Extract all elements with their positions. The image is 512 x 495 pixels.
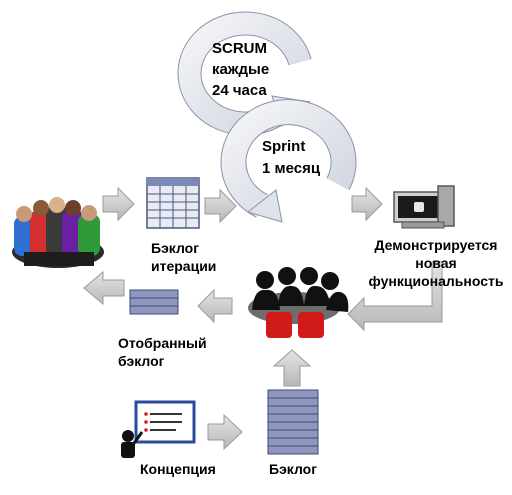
selected-backlog-line-1: Отобранный [118, 335, 207, 351]
meeting-table-icon [248, 267, 349, 338]
arrow-concept-to-backlog [207, 413, 243, 451]
sprint-line-1: Sprint [262, 138, 306, 155]
computer-icon [393, 185, 455, 229]
arrow-selected-to-team [83, 270, 125, 306]
iteration-backlog-label: Бэклог итерации [151, 239, 216, 275]
flow-arrows [83, 186, 443, 451]
sprint-cycle-label: Sprint 1 месяц [262, 136, 320, 180]
scrum-line-1: SCRUM [212, 40, 267, 57]
sprint-monthly-cycle [220, 99, 357, 223]
selected-backlog-label: Отобранный бэклог [118, 334, 207, 370]
arrow-meeting-to-selected [197, 288, 233, 324]
sprint-line-2: 1 месяц [262, 160, 321, 177]
team-huddle-icon [12, 197, 104, 268]
iteration-backlog-line-2: итерации [151, 258, 217, 274]
arrow-backlog-to-meeting [272, 349, 312, 387]
iteration-backlog-line-1: Бэклог [151, 240, 200, 256]
demo-line-3: функциональность [368, 273, 504, 289]
presenter-board-icon [121, 400, 196, 458]
scrum-cycle-label: SCRUM каждые 24 часа [212, 38, 269, 101]
iteration-backlog-table-icon [146, 177, 200, 229]
selected-backlog-line-2: бэклог [118, 353, 165, 369]
arrow-sprint-to-demo [351, 186, 383, 222]
scrum-line-2: каждые [212, 61, 270, 78]
demo-line-2: новая [415, 255, 457, 271]
concept-label: Концепция [140, 461, 216, 477]
arrow-team-to-iteration [102, 186, 135, 222]
scrum-line-3: 24 часа [212, 82, 267, 99]
demo-label: Демонстрируется новая функциональность [362, 236, 510, 290]
arrow-demo-to-meeting [347, 261, 443, 332]
selected-backlog-stack-icon [129, 289, 179, 315]
product-backlog-stack-icon [267, 389, 319, 455]
demo-line-1: Демонстрируется [374, 237, 498, 253]
backlog-label: Бэклог [269, 461, 318, 477]
arrow-iteration-to-sprint [204, 188, 237, 224]
